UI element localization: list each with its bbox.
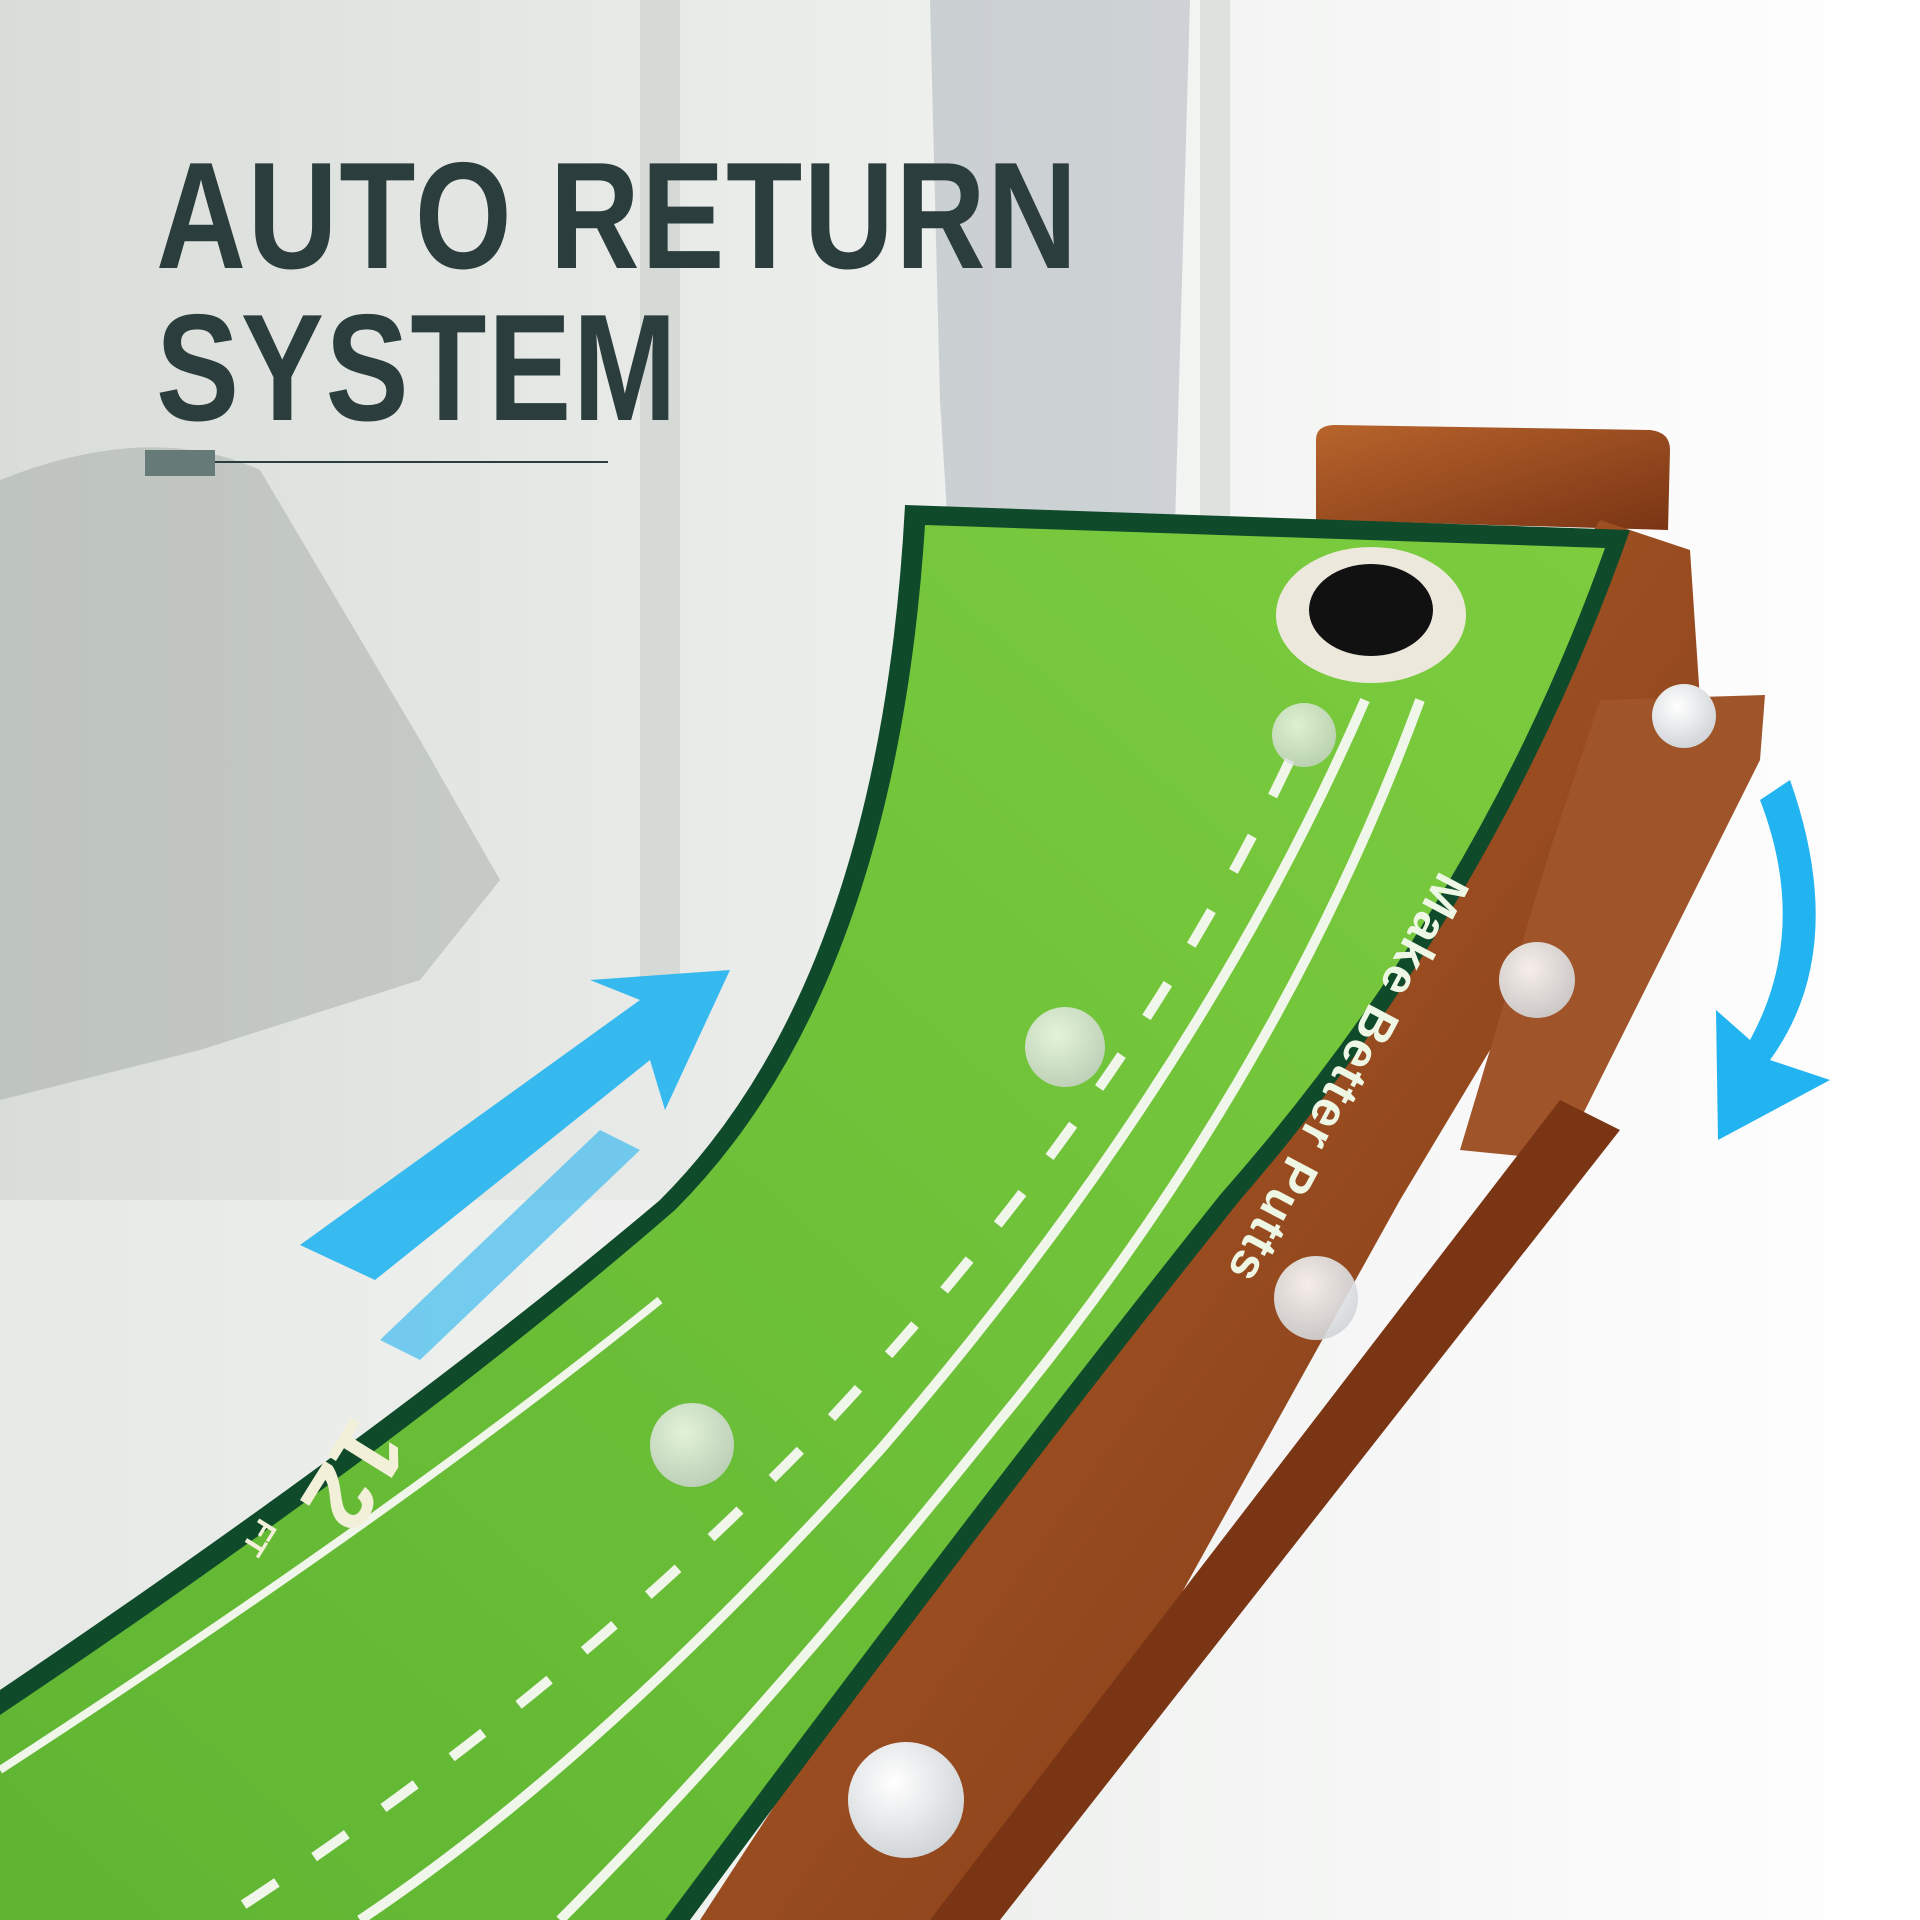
- putt-direction-arrow-icon: [380, 1130, 640, 1360]
- golf-ball: [848, 1742, 964, 1858]
- mat-line-left: [357, 698, 1370, 1920]
- golf-ball: [1274, 1256, 1358, 1340]
- golf-ball-motion: [650, 1403, 734, 1487]
- return-tray: [1460, 695, 1765, 1160]
- ball-return-arrow-icon: [1716, 780, 1830, 1140]
- mat-line-outer: [0, 1296, 663, 1774]
- golf-ball: [1652, 684, 1716, 748]
- headline-accent-block: [145, 450, 215, 476]
- golf-ball: [1499, 942, 1575, 1018]
- golf-ball-motion: [1025, 1007, 1105, 1087]
- seated-person-silhouette: [0, 447, 500, 1101]
- putting-mat: [0, 525, 1605, 1920]
- window-frame: [640, 0, 680, 980]
- golf-ball-motion: [1272, 703, 1336, 767]
- wooden-backboard: [1316, 425, 1670, 530]
- headline-line-2: SYSTEM: [156, 283, 679, 453]
- mat-line-right: [556, 698, 1425, 1920]
- headline-line-1: AUTO RETURN: [156, 131, 1079, 301]
- return-channel: [930, 1100, 1620, 1920]
- putt-direction-arrow-icon: [300, 970, 730, 1280]
- headline-divider: [215, 461, 608, 463]
- golf-hole: [1309, 564, 1433, 656]
